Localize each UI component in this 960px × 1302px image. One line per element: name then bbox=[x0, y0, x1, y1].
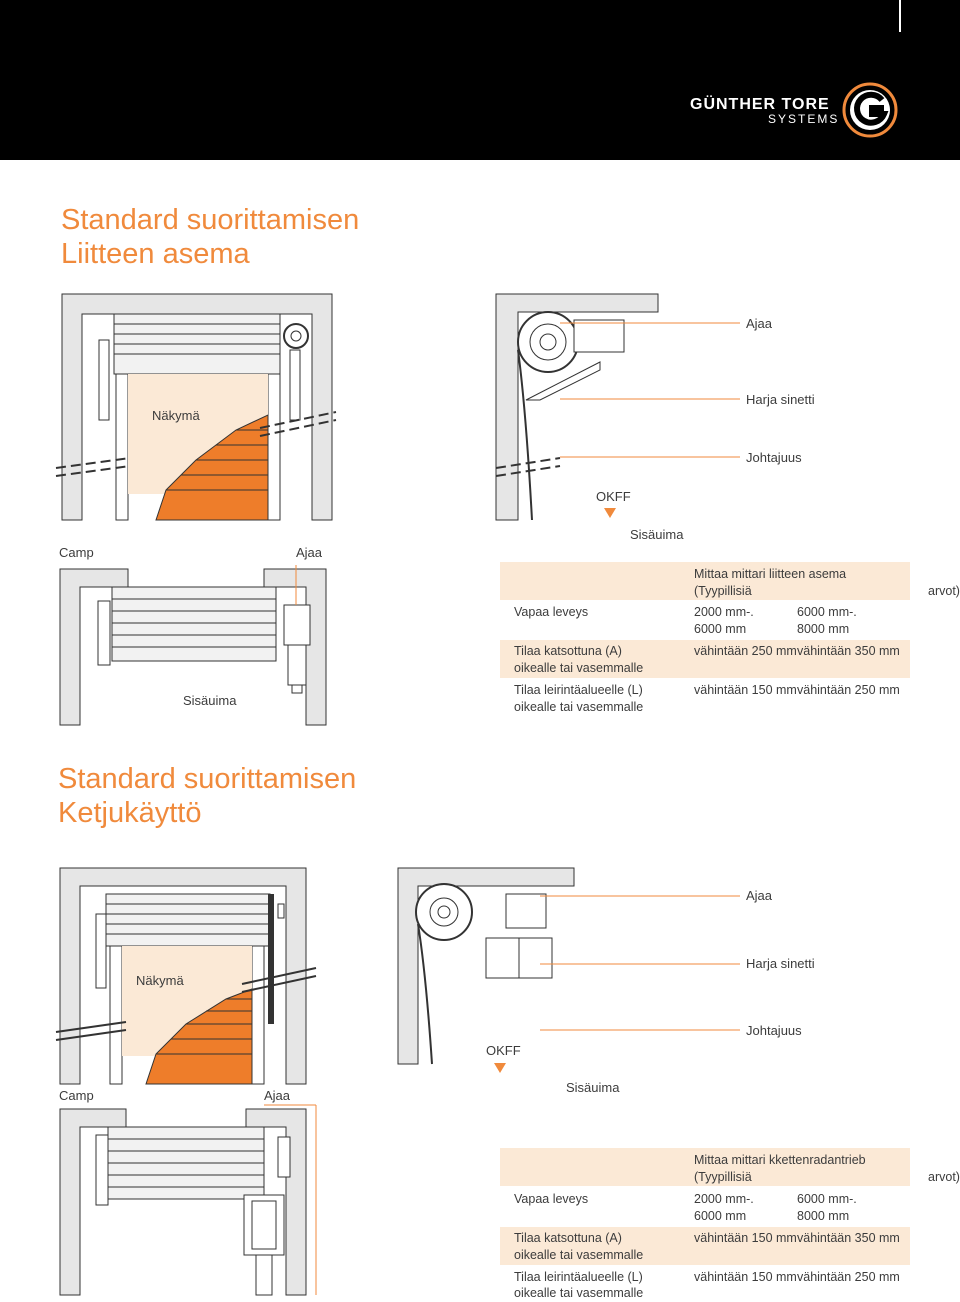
section2-side-view-drawing bbox=[397, 867, 575, 1065]
section2-row2-col1: vähintään 150 mm bbox=[694, 1231, 797, 1245]
section2-leader-lines bbox=[540, 895, 740, 1031]
section2-table-header-line2: (Tyypillisiä bbox=[694, 1170, 752, 1184]
header-divider bbox=[899, 0, 901, 32]
section2-johtajuus-label: Johtajuus bbox=[746, 1023, 802, 1038]
section2-row3-col2: vähintään 250 mm bbox=[797, 1270, 900, 1284]
section2-title-line2: Ketjukäyttö bbox=[58, 797, 202, 829]
section2-plan-view-drawing bbox=[59, 1104, 317, 1296]
section2-ajaa-label: Ajaa bbox=[746, 888, 773, 903]
section2-row3-col1: vähintään 150 mm bbox=[694, 1270, 797, 1284]
section1-ajaa-plan-label: Ajaa bbox=[296, 545, 323, 560]
section2-row3-label-b: oikealle tai vasemmalle bbox=[514, 1286, 644, 1300]
section1-title-line2: Liitteen asema bbox=[61, 238, 250, 270]
section2-nakyma-label: Näkymä bbox=[136, 973, 184, 988]
section2-okff-label: OKFF bbox=[486, 1043, 521, 1058]
brand-logo-icon bbox=[842, 82, 898, 138]
section1-nakyma-label: Näkymä bbox=[152, 408, 200, 423]
section1-table-header bbox=[500, 562, 910, 600]
section1-row3-label-a: Tilaa leirintäalueelle (L) bbox=[514, 683, 643, 697]
section1-row2-label-a: Tilaa katsottuna (A) bbox=[514, 644, 622, 658]
section2-row2-band bbox=[500, 1227, 910, 1265]
section1-row1-col2b: 8000 mm bbox=[797, 622, 850, 636]
section2-sisauima-label: Sisäuima bbox=[566, 1080, 620, 1095]
section1-row3-label-b: oikealle tai vasemmalle bbox=[514, 700, 644, 714]
section2-row2-col2: vähintään 350 mm bbox=[797, 1231, 900, 1245]
section1-row3-col2: vähintään 250 mm bbox=[797, 683, 900, 697]
brand-name: GÜNTHER TORE bbox=[690, 96, 830, 113]
section1-row1-col1b: 6000 mm bbox=[694, 622, 747, 636]
section1-table-header-extra: arvot) bbox=[928, 584, 960, 598]
section2-title-line1: Standard suorittamisen bbox=[58, 763, 357, 795]
section2-table-header-extra: arvot) bbox=[928, 1170, 960, 1184]
section2-row1-col1b: 6000 mm bbox=[694, 1209, 747, 1223]
section2-row3-label-a: Tilaa leirintäalueelle (L) bbox=[514, 1270, 643, 1284]
section1-row1-label: Vapaa leveys bbox=[514, 605, 589, 619]
section1-okff-label: OKFF bbox=[596, 489, 631, 504]
okff-marker-icon bbox=[604, 508, 616, 518]
section1-table-header-line1: Mittaa mittari liitteen asema bbox=[694, 567, 847, 581]
section1-row1-col1a: 2000 mm-. bbox=[694, 605, 754, 619]
section1-side-view-drawing bbox=[495, 293, 659, 521]
section1-camp-label: Camp bbox=[59, 545, 94, 560]
page-header bbox=[0, 0, 960, 160]
section1-sisauima-label: Sisäuima bbox=[630, 527, 684, 542]
section1-ajaa-label: Ajaa bbox=[746, 316, 773, 331]
section2-camp-label: Camp bbox=[59, 1088, 94, 1103]
okff-marker-icon bbox=[494, 1063, 506, 1073]
section1-row2-col2: vähintään 350 mm bbox=[797, 644, 900, 658]
section2-ajaa-plan-label: Ajaa bbox=[264, 1088, 291, 1103]
section1-sisauima-plan-label: Sisäuima bbox=[183, 693, 237, 708]
section1-plan-view-drawing bbox=[59, 565, 327, 726]
section2-row1-col1a: 2000 mm-. bbox=[694, 1192, 754, 1206]
section2-table-header bbox=[500, 1148, 910, 1186]
section1-row2-band bbox=[500, 640, 910, 678]
section2-table-header-line1: Mittaa mittari kkettenradantrieb bbox=[694, 1153, 866, 1167]
section1-front-view-drawing bbox=[55, 293, 337, 521]
section1-leader-lines bbox=[560, 322, 740, 458]
brand-subtitle: SYSTEMS bbox=[768, 112, 840, 126]
section1-title-line1: Standard suorittamisen bbox=[61, 204, 360, 236]
section1-row3-col1: vähintään 150 mm bbox=[694, 683, 797, 697]
section1-row1-col2a: 6000 mm-. bbox=[797, 605, 857, 619]
section2-harja-label: Harja sinetti bbox=[746, 956, 815, 971]
section2-front-view-drawing bbox=[55, 867, 317, 1085]
section2-row2-label-a: Tilaa katsottuna (A) bbox=[514, 1231, 622, 1245]
section1-row2-col1: vähintään 250 mm bbox=[694, 644, 797, 658]
section2-row1-col2b: 8000 mm bbox=[797, 1209, 850, 1223]
section2-row1-label: Vapaa leveys bbox=[514, 1192, 589, 1206]
section1-johtajuus-label: Johtajuus bbox=[746, 450, 802, 465]
section2-row2-label-b: oikealle tai vasemmalle bbox=[514, 1248, 644, 1262]
section1-harja-label: Harja sinetti bbox=[746, 392, 815, 407]
section2-row1-col2a: 6000 mm-. bbox=[797, 1192, 857, 1206]
section1-table-header-line2: (Tyypillisiä bbox=[694, 584, 752, 598]
section1-row2-label-b: oikealle tai vasemmalle bbox=[514, 661, 644, 675]
